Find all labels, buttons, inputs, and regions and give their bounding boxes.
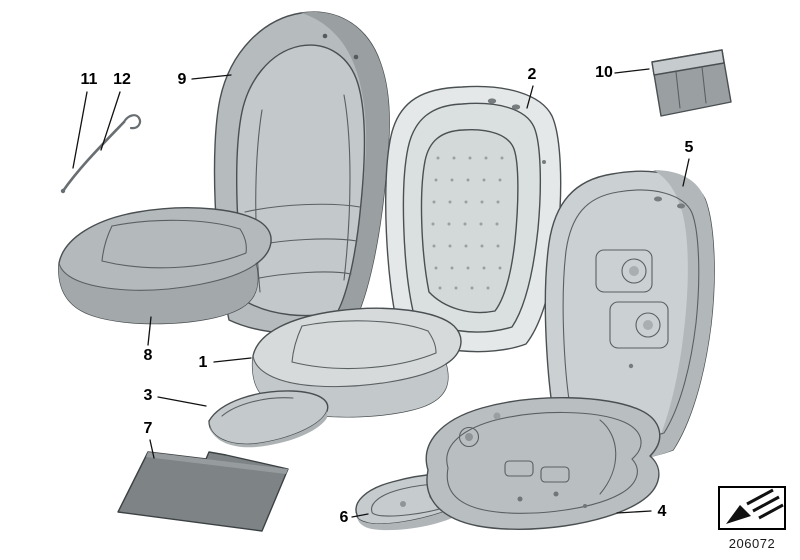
part-7-mat: [117, 451, 289, 532]
callout-3[interactable]: 3: [143, 387, 153, 404]
diagram-plate: [718, 486, 786, 530]
diagram-number: 206072: [728, 536, 776, 551]
perforation-dots: [431, 156, 504, 290]
part-4-seat-frame: [425, 397, 661, 530]
callout-2[interactable]: 2: [527, 66, 537, 83]
callout-6[interactable]: 6: [339, 509, 349, 526]
callout-11[interactable]: 11: [80, 71, 98, 88]
callout-12[interactable]: 12: [113, 71, 131, 88]
part-8-cushion-cover: [58, 207, 272, 325]
callout-8[interactable]: 8: [143, 347, 153, 364]
callout-10[interactable]: 10: [595, 64, 613, 81]
callout-9[interactable]: 9: [177, 71, 187, 88]
part-5-backrest-frame: [544, 170, 715, 461]
part-3-bolster-pad: [208, 390, 329, 448]
parts-direction-icon: [726, 488, 784, 524]
callout-1[interactable]: 1: [198, 354, 208, 371]
callout-4[interactable]: 4: [657, 503, 667, 520]
part-11-12-wire: [60, 114, 142, 194]
leader-lines: [72, 68, 690, 518]
callout-7[interactable]: 7: [143, 420, 153, 437]
part-2-backrest-foam: [385, 85, 562, 353]
callout-5[interactable]: 5: [684, 139, 694, 156]
part-10-bracket: [651, 49, 732, 117]
